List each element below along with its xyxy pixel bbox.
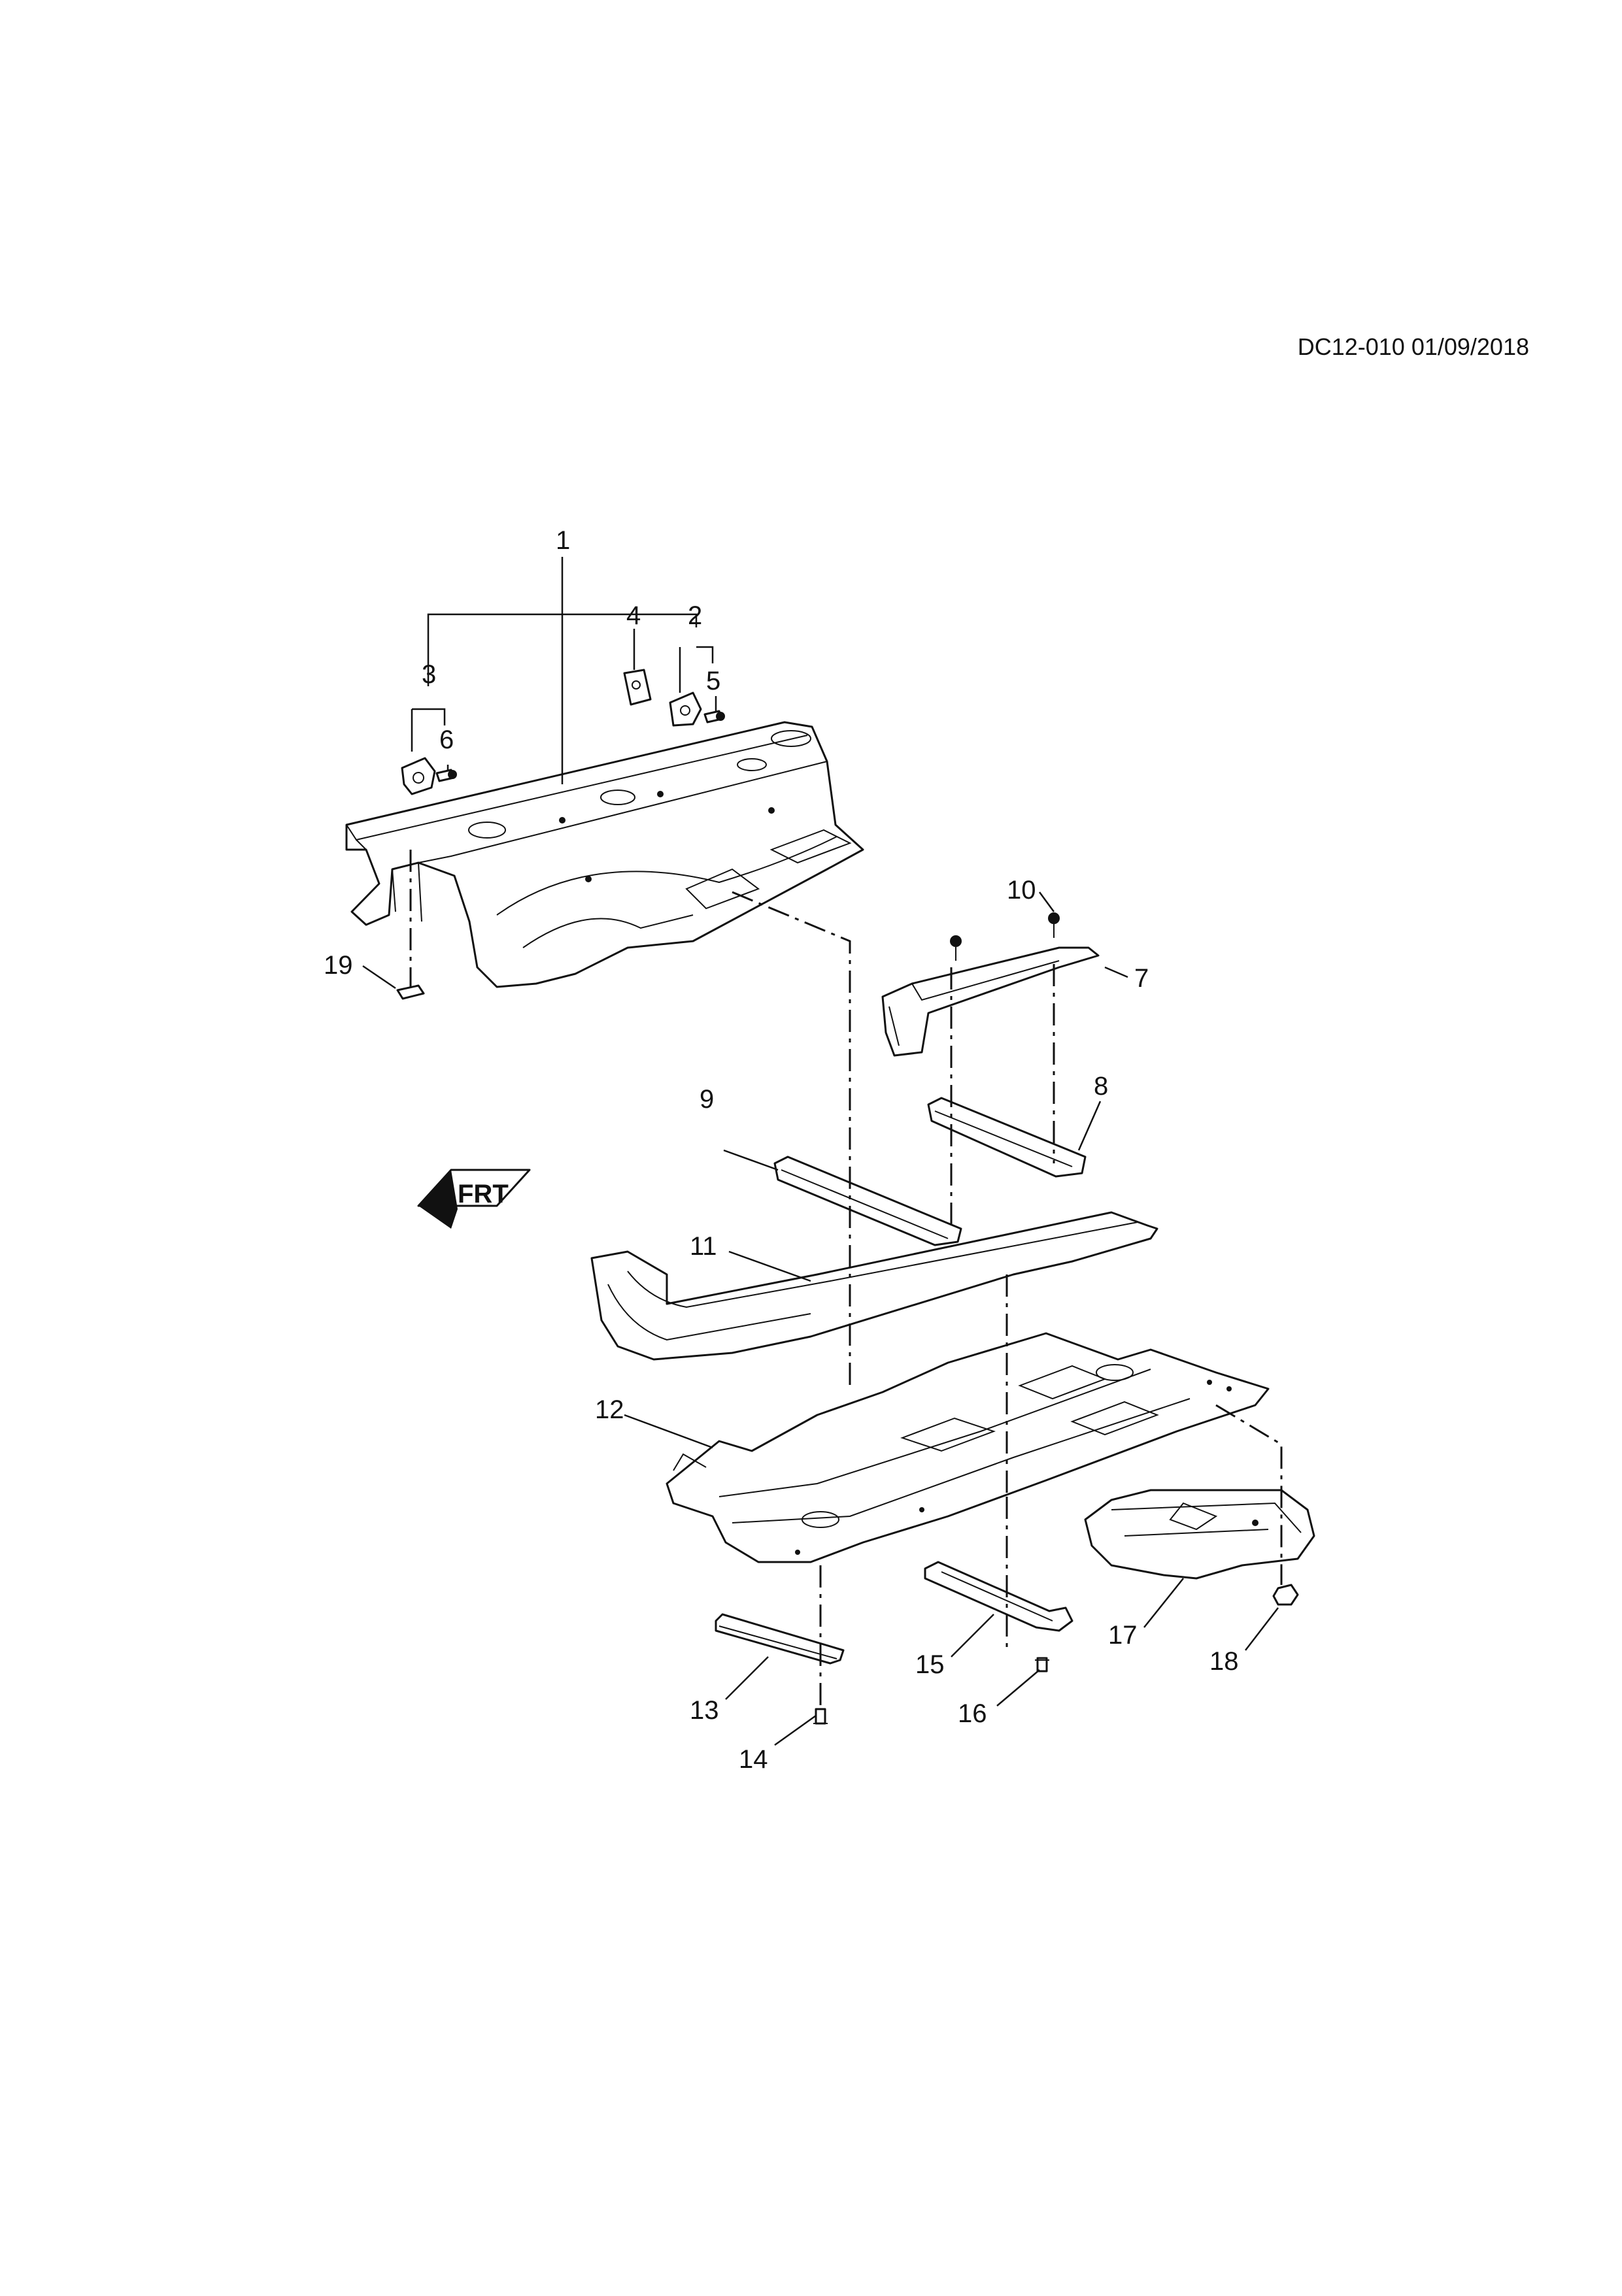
part-19-pad <box>396 984 425 1000</box>
part-3-bracket <box>401 757 436 795</box>
callout-18: 18 <box>1209 1647 1239 1676</box>
part-11-sill-panel <box>590 1211 1158 1361</box>
part-8-rail <box>927 1097 1087 1178</box>
part-15-strap <box>924 1561 1073 1632</box>
part-12-floor-pan <box>666 1332 1270 1563</box>
document-code: DC12-010 01/09/2018 <box>1297 333 1529 360</box>
part-6-bolt <box>435 769 457 782</box>
part-7-reinforcement <box>881 946 1100 1057</box>
part-13-plate <box>715 1613 845 1665</box>
callout-17: 17 <box>1108 1621 1138 1650</box>
callout-4: 4 <box>626 601 641 630</box>
callout-labels: 1 2 3 4 5 6 7 8 9 10 11 12 13 14 15 16 1… <box>324 526 1239 1774</box>
front-direction-indicator: FRT <box>417 1169 531 1229</box>
callout-15: 15 <box>915 1650 945 1679</box>
part-16-fastener <box>1035 1657 1049 1672</box>
callout-leaders <box>362 557 1279 1746</box>
callout-1: 1 <box>556 526 570 555</box>
part-1-rear-floor-crossmember <box>345 721 864 988</box>
part-9-rail <box>773 1156 962 1246</box>
part-10-bolts <box>950 912 1060 961</box>
callout-10: 10 <box>1007 876 1036 905</box>
callout-13: 13 <box>690 1696 719 1725</box>
callout-8: 8 <box>1094 1072 1108 1101</box>
part-17-under-shield <box>1084 1489 1315 1580</box>
part-2-bracket <box>669 691 702 727</box>
frt-label: FRT <box>458 1180 509 1208</box>
callout-11: 11 <box>690 1232 717 1261</box>
part-5-bolt <box>703 710 725 724</box>
callout-7: 7 <box>1134 964 1149 993</box>
callout-2: 2 <box>688 601 702 630</box>
callout-3: 3 <box>422 660 436 689</box>
alignment-lines <box>409 850 1283 1709</box>
part-4-bracket <box>623 669 652 706</box>
callout-9: 9 <box>700 1085 714 1114</box>
callout-14: 14 <box>739 1745 768 1774</box>
callout-5: 5 <box>706 667 720 695</box>
callout-19: 19 <box>324 951 353 980</box>
part-18-nut <box>1272 1584 1299 1606</box>
callout-12: 12 <box>595 1395 624 1424</box>
callout-16: 16 <box>958 1699 987 1728</box>
callout-6: 6 <box>439 725 454 754</box>
